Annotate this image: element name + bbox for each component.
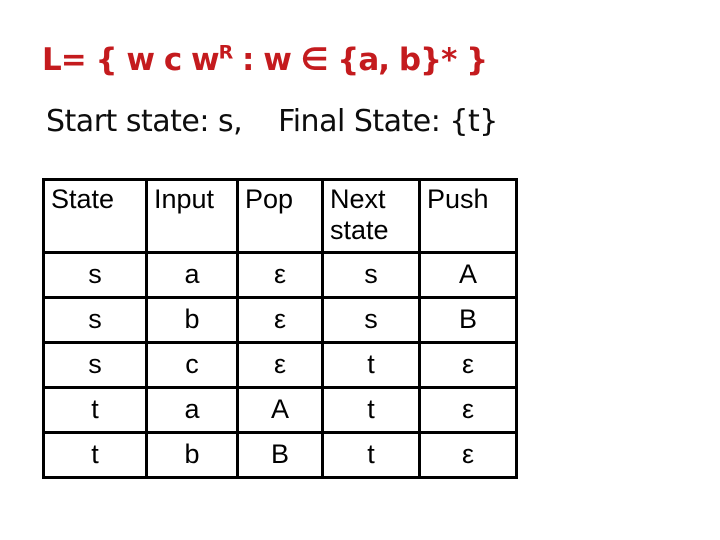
language-definition-title: L= { w c wR : w ∈ {a, b}* } [42,41,488,78]
table-cell: s [42,296,148,344]
column-header-push: Push [418,178,518,254]
table-cell: t [321,341,421,389]
table-cell: s [321,296,421,344]
table-cell: t [42,386,148,434]
table-cell: c [145,341,239,389]
column-header-input: Input [145,178,239,254]
title-superscript-r: R [218,41,234,64]
transition-table: State Input Pop Next state Push s a ε s … [42,178,518,479]
title-prefix: L= { w c w [42,42,220,78]
table-cell: ε [418,341,518,389]
table-cell: a [145,251,239,299]
table-row: s b ε s B [42,296,518,344]
table-cell: A [236,386,324,434]
start-state-text: Start state: s, [46,104,243,139]
header-row: State Input Pop Next state Push [42,178,518,254]
table-cell: s [42,251,148,299]
table-row: t a A t ε [42,386,518,434]
column-header-next-state: Next state [321,178,421,254]
final-state-text: Final State: {t} [278,104,498,139]
table-cell: B [236,431,324,479]
table-cell: s [321,251,421,299]
table-cell: a [145,386,239,434]
table-cell: t [42,431,148,479]
table-cell: s [42,341,148,389]
table-cell: b [145,431,239,479]
table-cell: ε [418,386,518,434]
table-cell: ε [236,251,324,299]
column-header-state: State [42,178,148,254]
table-row: t b B t ε [42,431,518,479]
table-row: s c ε t ε [42,341,518,389]
title-suffix: : w ∈ {a, b}* } [232,42,488,78]
table-cell: ε [418,431,518,479]
table-cell: b [145,296,239,344]
table-cell: t [321,386,421,434]
table-cell: ε [236,341,324,389]
table-cell: ε [236,296,324,344]
states-subtitle: Start state: s, Final State: {t} [46,104,498,139]
table-row: s a ε s A [42,251,518,299]
table-cell: A [418,251,518,299]
table-cell: t [321,431,421,479]
column-header-pop: Pop [236,178,324,254]
table-cell: B [418,296,518,344]
